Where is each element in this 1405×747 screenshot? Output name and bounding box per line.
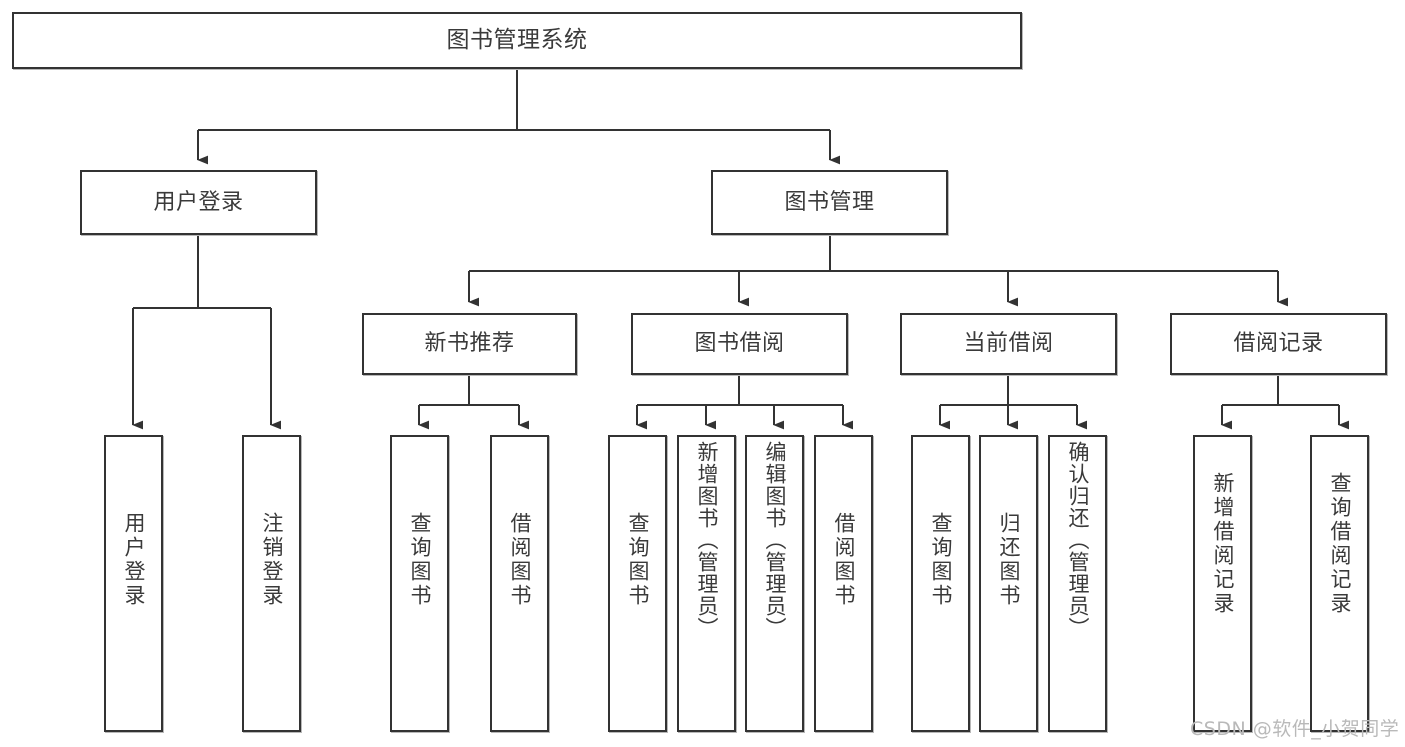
leaf-query-book-recommend[interactable]: 查询图书 [390,435,449,732]
node-label: 图书借阅 [694,331,785,357]
node-label: 借阅图书 [832,512,856,608]
node-borrow-record[interactable]: 借阅记录 [1170,313,1387,375]
leaf-edit-book-admin[interactable]: 编辑图书（管理员） [745,435,804,732]
node-book-management[interactable]: 图书管理 [711,170,948,235]
node-current-borrow[interactable]: 当前借阅 [900,313,1117,375]
leaf-query-book-borrow[interactable]: 查询图书 [608,435,667,732]
leaf-user-login[interactable]: 用户登录 [104,435,163,732]
leaf-return-book[interactable]: 归还图书 [979,435,1038,732]
leaf-logout[interactable]: 注销登录 [242,435,301,732]
node-label: 图书管理系统 [446,26,588,53]
node-label: 编辑图书（管理员） [763,441,787,639]
watermark-text: CSDN @软件_小贺同学 [1190,718,1400,740]
leaf-add-book-admin[interactable]: 新增图书（管理员） [677,435,736,732]
node-label: 借阅记录 [1233,331,1324,357]
node-new-book-recommend[interactable]: 新书推荐 [362,313,577,375]
node-label: 新增借阅记录 [1211,472,1235,616]
node-user-login[interactable]: 用户登录 [80,170,317,235]
node-label: 归还图书 [997,512,1021,608]
node-book-borrow[interactable]: 图书借阅 [631,313,848,375]
node-label: 新增图书（管理员） [695,441,719,639]
node-label: 用户登录 [153,189,244,215]
node-label: 当前借阅 [963,331,1054,357]
leaf-borrow-book[interactable]: 借阅图书 [814,435,873,732]
node-label: 新书推荐 [424,331,515,357]
node-label: 查询图书 [626,512,650,608]
leaf-add-borrow-record[interactable]: 新增借阅记录 [1193,435,1252,732]
node-label: 注销登录 [260,512,284,608]
node-label: 查询图书 [408,512,432,608]
leaf-query-borrow-record[interactable]: 查询借阅记录 [1310,435,1369,732]
node-label: 借阅图书 [508,512,532,608]
node-root-system[interactable]: 图书管理系统 [12,12,1022,69]
node-label: 确认归还（管理员） [1066,441,1090,639]
leaf-query-book-current[interactable]: 查询图书 [911,435,970,732]
leaf-borrow-book-recommend[interactable]: 借阅图书 [490,435,549,732]
node-label: 图书管理 [784,189,875,215]
node-label: 查询借阅记录 [1328,472,1352,616]
node-label: 查询图书 [929,512,953,608]
node-label: 用户登录 [122,512,146,608]
leaf-confirm-return-admin[interactable]: 确认归还（管理员） [1048,435,1107,732]
